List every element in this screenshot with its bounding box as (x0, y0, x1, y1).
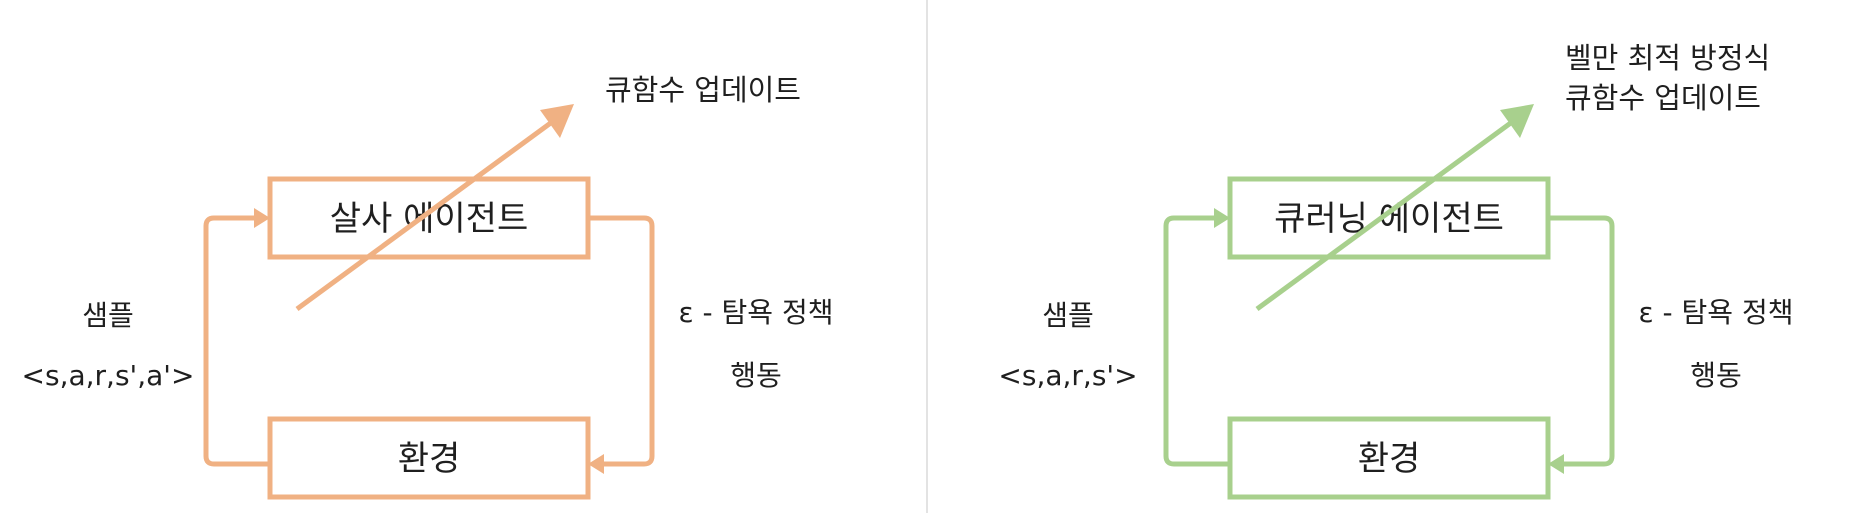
qlearning-sample-tuple: <s,a,r,s'> (998, 359, 1137, 392)
sarsa-sample-arrowhead (254, 208, 270, 228)
sarsa-env-label: 환경 (398, 439, 461, 479)
sarsa-update-arrow (295, 119, 554, 312)
sarsa-action-connector (590, 215, 655, 467)
qlearning-sample-arrowhead (1214, 208, 1230, 228)
sarsa-update-arrowhead (540, 104, 574, 138)
qlearning-policy-label: ε - 탐욕 정책 (1639, 296, 1794, 329)
qlearning-sample-title: 샘플 (1042, 299, 1094, 332)
sarsa-sample-title: 샘플 (82, 299, 134, 332)
sarsa-panel: 살사 에이전트 환경 샘플 <s,a,r,s',a'> ε - 탐욕 정책 행동… (22, 73, 834, 500)
qlearning-action-connector (1550, 215, 1615, 467)
sarsa-env-box (267, 416, 591, 500)
sarsa-action-label: 행동 (730, 359, 782, 392)
sarsa-sample-connector (203, 215, 268, 467)
sarsa-agent-label: 살사 에이전트 (330, 199, 529, 239)
sarsa-sample-tuple: <s,a,r,s',a'> (22, 359, 195, 392)
qlearning-update-label-line1: 벨만 최적 방정식 (1565, 41, 1770, 75)
qlearning-env-box (1227, 416, 1551, 500)
sarsa-action-arrowhead (588, 454, 604, 474)
qlearning-env-label: 환경 (1358, 439, 1421, 479)
sarsa-policy-label: ε - 탐욕 정책 (679, 296, 834, 329)
qlearning-panel: 큐러닝 에이전트 환경 샘플 <s,a,r,s'> ε - 탐욕 정책 행동 벨… (998, 41, 1794, 500)
qlearning-sample-connector (1163, 215, 1228, 467)
qlearning-update-arrowhead (1500, 104, 1534, 138)
qlearning-update-label-line2: 큐함수 업데이트 (1565, 81, 1761, 115)
qlearning-action-label: 행동 (1690, 359, 1742, 392)
sarsa-update-label: 큐함수 업데이트 (605, 73, 801, 107)
qlearning-agent-label: 큐러닝 에이전트 (1274, 199, 1504, 239)
qlearning-update-arrow (1255, 119, 1514, 312)
qlearning-action-arrowhead (1548, 454, 1564, 474)
